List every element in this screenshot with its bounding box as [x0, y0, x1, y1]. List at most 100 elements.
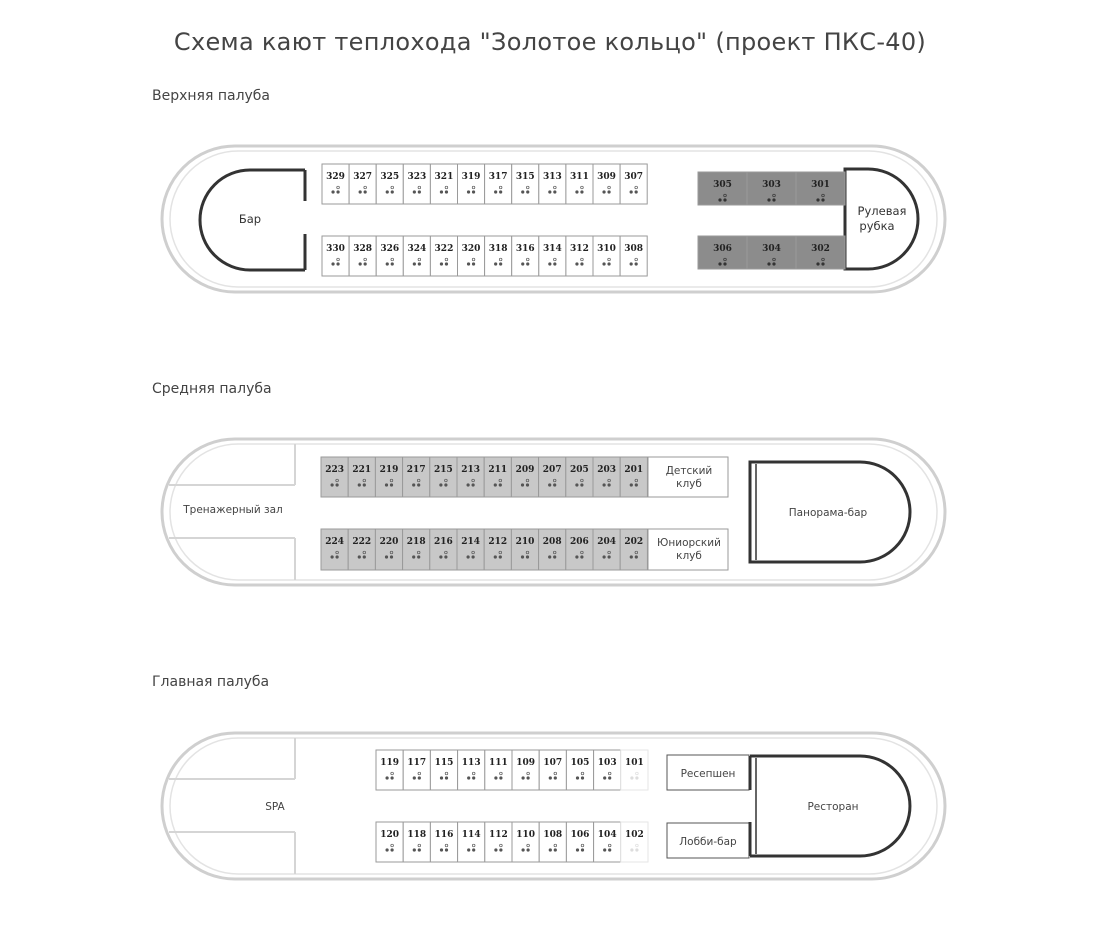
cabin-325[interactable]: 325 — [375, 163, 404, 205]
cabin-217[interactable]: 217 — [402, 456, 431, 498]
cabin-110[interactable]: 110 — [511, 821, 540, 863]
cabin-206[interactable]: 206 — [565, 528, 594, 571]
cabin-104[interactable]: 104 — [593, 821, 622, 863]
berth-icon — [521, 843, 530, 852]
cabin-328[interactable]: 328 — [348, 235, 377, 277]
cabin-303[interactable]: 303 — [746, 171, 797, 206]
cabin-113[interactable]: 113 — [457, 749, 486, 791]
cabin-118[interactable]: 118 — [402, 821, 431, 863]
cabin-320[interactable]: 320 — [457, 235, 486, 277]
cabin-213[interactable]: 213 — [456, 456, 485, 498]
cabin-323[interactable]: 323 — [402, 163, 431, 205]
cabin-112[interactable]: 112 — [484, 821, 513, 863]
spa-room[interactable]: SPA — [169, 738, 296, 874]
cabin-304[interactable]: 304 — [746, 235, 797, 270]
cabin-319[interactable]: 319 — [457, 163, 486, 205]
cabin-106[interactable]: 106 — [565, 821, 595, 863]
cabin-103[interactable]: 103 — [593, 749, 622, 791]
cabin-317[interactable]: 317 — [484, 163, 513, 205]
cabin-305[interactable]: 305 — [697, 171, 748, 206]
berth-icon — [575, 550, 584, 559]
cabin-329[interactable]: 329 — [321, 163, 350, 205]
cabin-326[interactable]: 326 — [375, 235, 404, 277]
cabin-117[interactable]: 117 — [402, 749, 431, 791]
cabin-330[interactable]: 330 — [321, 235, 350, 277]
cabin-105[interactable]: 105 — [565, 749, 595, 791]
cabin-box — [511, 235, 540, 277]
cabin-316[interactable]: 316 — [511, 235, 540, 277]
restaurant-room[interactable]: Ресторан — [748, 754, 912, 858]
cabin-313[interactable]: 313 — [538, 163, 567, 205]
cabin-210[interactable]: 210 — [510, 528, 540, 571]
cabin-214[interactable]: 214 — [456, 528, 485, 571]
cabin-203[interactable]: 203 — [592, 456, 621, 498]
cabin-212[interactable]: 212 — [483, 528, 512, 571]
cabin-221[interactable]: 221 — [347, 456, 376, 498]
lobby-bar-label: Лобби-бар — [679, 836, 737, 848]
cabin-number: 315 — [516, 172, 535, 182]
cabin-224[interactable]: 224 — [320, 528, 349, 571]
cabin-307[interactable]: 307 — [619, 163, 648, 205]
cabin-216[interactable]: 216 — [429, 528, 458, 571]
cabin-309[interactable]: 309 — [592, 163, 621, 205]
berth-icon — [357, 550, 366, 559]
cabin-211[interactable]: 211 — [483, 456, 512, 498]
cabin-101[interactable]: 101 — [620, 749, 649, 791]
cabin-207[interactable]: 207 — [538, 456, 567, 498]
cabin-308[interactable]: 308 — [619, 235, 648, 277]
cabin-107[interactable]: 107 — [538, 749, 567, 791]
cabin-327[interactable]: 327 — [348, 163, 377, 205]
cabin-222[interactable]: 222 — [347, 528, 376, 571]
cabin-box — [484, 821, 513, 863]
cabin-215[interactable]: 215 — [429, 456, 458, 498]
panorama-bar-room[interactable]: Панорама-бар — [748, 460, 912, 564]
cabin-102[interactable]: 102 — [620, 821, 649, 863]
cabin-number: 325 — [380, 172, 399, 182]
cabin-box — [402, 163, 431, 205]
cabin-114[interactable]: 114 — [457, 821, 486, 863]
cabin-108[interactable]: 108 — [538, 821, 567, 863]
lobby-bar-room[interactable]: Лобби-бар — [666, 822, 750, 859]
cabin-318[interactable]: 318 — [484, 235, 513, 277]
cabin-209[interactable]: 209 — [510, 456, 540, 498]
cabin-box — [320, 528, 349, 571]
cabin-314[interactable]: 314 — [538, 235, 567, 277]
cabin-116[interactable]: 116 — [429, 821, 459, 863]
bar-room[interactable]: Бар — [198, 168, 307, 272]
cabin-322[interactable]: 322 — [429, 235, 458, 277]
cabin-204[interactable]: 204 — [592, 528, 621, 571]
cabin-311[interactable]: 311 — [565, 163, 594, 205]
wheelhouse-room[interactable]: Рулевая рубка — [843, 167, 920, 271]
cabin-220[interactable]: 220 — [374, 528, 404, 571]
kids-club-room[interactable]: Детский клуб — [647, 456, 729, 498]
cabin-115[interactable]: 115 — [429, 749, 459, 791]
cabin-111[interactable]: 111 — [484, 749, 513, 791]
cabin-120[interactable]: 120 — [375, 821, 404, 863]
cabin-302[interactable]: 302 — [795, 235, 846, 270]
cabin-109[interactable]: 109 — [511, 749, 540, 791]
reception-room[interactable]: Ресепшен — [666, 754, 750, 791]
cabin-324[interactable]: 324 — [402, 235, 431, 277]
berth-icon — [385, 185, 394, 194]
cabin-315[interactable]: 315 — [511, 163, 540, 205]
cabin-201[interactable]: 201 — [619, 456, 648, 498]
cabin-321[interactable]: 321 — [429, 163, 458, 205]
gym-room[interactable]: Тренажерный зал — [169, 444, 296, 580]
cabin-218[interactable]: 218 — [402, 528, 431, 571]
cabin-310[interactable]: 310 — [592, 235, 621, 277]
junior-club-room[interactable]: Юниорский клуб — [647, 528, 729, 571]
cabin-301[interactable]: 301 — [795, 171, 846, 206]
wheelhouse-label-line2: рубка — [859, 219, 894, 233]
cabin-202[interactable]: 202 — [619, 528, 648, 571]
cabin-number: 224 — [325, 537, 344, 547]
cabin-306[interactable]: 306 — [697, 235, 748, 270]
junior-club-label-line2: клуб — [676, 550, 702, 562]
cabin-312[interactable]: 312 — [565, 235, 594, 277]
cabin-223[interactable]: 223 — [320, 456, 349, 498]
cabin-219[interactable]: 219 — [374, 456, 404, 498]
cabin-number: 306 — [713, 244, 732, 254]
cabin-205[interactable]: 205 — [565, 456, 594, 498]
cabin-119[interactable]: 119 — [375, 749, 404, 791]
cabin-208[interactable]: 208 — [538, 528, 567, 571]
